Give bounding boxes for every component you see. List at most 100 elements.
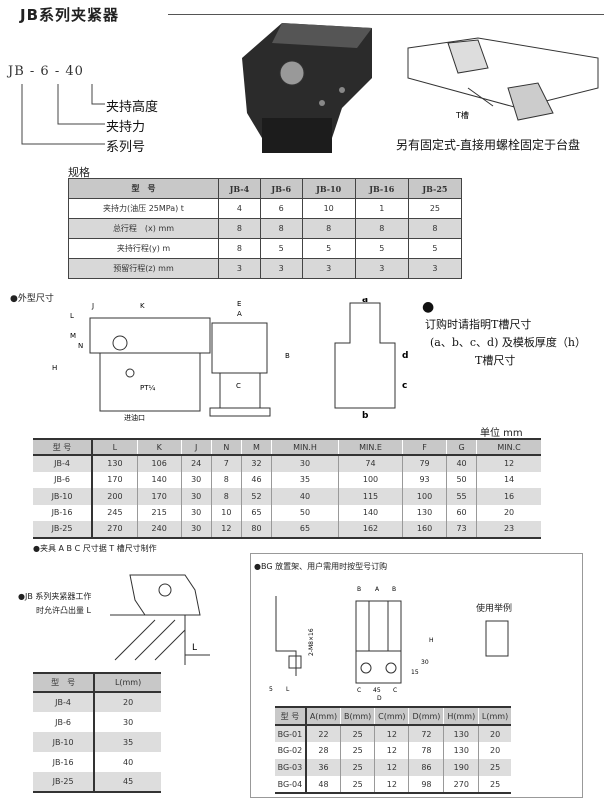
table-cell: 35 xyxy=(271,471,339,488)
table-cell: 30 xyxy=(93,712,161,732)
table-cell: 25 xyxy=(340,725,375,742)
table-cell: 78 xyxy=(408,742,444,759)
table-cell: 30 xyxy=(180,521,212,538)
table-header-cell: A(mm) xyxy=(305,707,341,726)
table-cell: 200 xyxy=(91,488,138,505)
table-cell: JB-16 xyxy=(33,504,94,521)
label: C xyxy=(357,687,361,694)
label: K xyxy=(140,302,145,310)
table-cell: 4 xyxy=(218,198,261,219)
model-code-brackets xyxy=(21,84,105,145)
table-cell: 46 xyxy=(240,471,272,488)
table-header-cell: MIN.C xyxy=(476,439,541,456)
table-cell: 8 xyxy=(259,218,303,239)
label: J xyxy=(91,302,94,310)
table-cell: 130 xyxy=(443,725,479,742)
table-cell: 115 xyxy=(337,488,403,505)
table-header-cell: JB-16 xyxy=(354,178,409,199)
table-cell: 160 xyxy=(402,521,447,538)
table-cell: 140 xyxy=(337,504,403,521)
table-cell: 215 xyxy=(136,504,182,521)
label: 进油口 xyxy=(124,413,145,422)
table-cell: 8 xyxy=(354,218,409,239)
label: a xyxy=(362,298,368,305)
table-cell: 5 xyxy=(301,238,356,259)
table-cell: 20 xyxy=(93,692,161,712)
table-cell: 98 xyxy=(408,776,444,793)
table-cell: 25 xyxy=(478,759,511,776)
table-cell: 170 xyxy=(136,488,182,505)
table-cell: 45 xyxy=(93,772,161,792)
table-cell: 8 xyxy=(210,471,242,488)
table-header-cell: C(mm) xyxy=(374,707,409,726)
table-header-cell: K xyxy=(136,439,182,456)
table-cell: 80 xyxy=(240,521,272,538)
table-cell: 3 xyxy=(218,258,261,279)
product-photo xyxy=(242,23,372,153)
table-cell: 8 xyxy=(218,238,261,259)
tslot-note-2: (a、b、c、d) 及模板厚度（h） xyxy=(430,336,586,349)
table-cell: 22 xyxy=(305,725,341,742)
table-cell: 93 xyxy=(402,471,447,488)
table-cell: 140 xyxy=(136,471,182,488)
table-cell: 100 xyxy=(337,471,403,488)
table-cell: 12 xyxy=(374,776,409,793)
table-cell: 总行程 (x) mm xyxy=(68,218,219,239)
table-header-cell: JB-25 xyxy=(407,178,463,199)
table-cell: BG-02 xyxy=(275,742,307,759)
table-cell: 20 xyxy=(476,504,541,521)
table-cell: 1 xyxy=(354,198,409,219)
table-cell: 12 xyxy=(210,521,242,538)
spec-heading: 规格 xyxy=(68,166,90,179)
table-cell: 50 xyxy=(445,471,477,488)
label-clamp-height: 夹持高度 xyxy=(106,100,159,115)
table-cell: 5 xyxy=(407,238,463,259)
table-cell: JB-10 xyxy=(33,488,94,505)
label: H xyxy=(52,364,57,372)
table-cell: JB-10 xyxy=(33,732,96,752)
table-cell: BG-04 xyxy=(275,776,307,793)
label: b xyxy=(362,411,369,421)
table-cell: 190 xyxy=(443,759,479,776)
label: A xyxy=(237,310,242,318)
table-header-cell: 型 号 xyxy=(33,673,96,693)
model-code: JB - 6 - 40 xyxy=(8,64,84,79)
table-cell: 130 xyxy=(402,504,447,521)
table-cell: 55 xyxy=(445,488,477,505)
table-header-cell: M xyxy=(240,439,272,456)
label-clamp-force: 夹持力 xyxy=(106,120,146,135)
title-divider xyxy=(168,14,604,15)
table-cell: 20 xyxy=(478,725,511,742)
table-cell: 3 xyxy=(301,258,356,279)
table-cell: 35 xyxy=(93,732,161,752)
table-cell: 3 xyxy=(259,258,303,279)
table-cell: 3 xyxy=(407,258,463,279)
table-cell: 270 xyxy=(91,521,138,538)
table-cell: 40 xyxy=(93,752,161,772)
table-cell: 16 xyxy=(476,488,541,505)
label: L xyxy=(70,312,74,320)
label: 30 xyxy=(421,659,429,666)
table-cell: 12 xyxy=(374,759,409,776)
label: E xyxy=(237,300,241,308)
table-cell: 8 xyxy=(210,488,242,505)
table-cell: 25 xyxy=(340,776,375,793)
table-cell: 30 xyxy=(271,455,339,472)
label: 5 xyxy=(269,686,273,693)
table-header-cell: JB-10 xyxy=(301,178,356,199)
label: PT¼ xyxy=(140,384,155,392)
table-cell: 32 xyxy=(240,455,272,472)
